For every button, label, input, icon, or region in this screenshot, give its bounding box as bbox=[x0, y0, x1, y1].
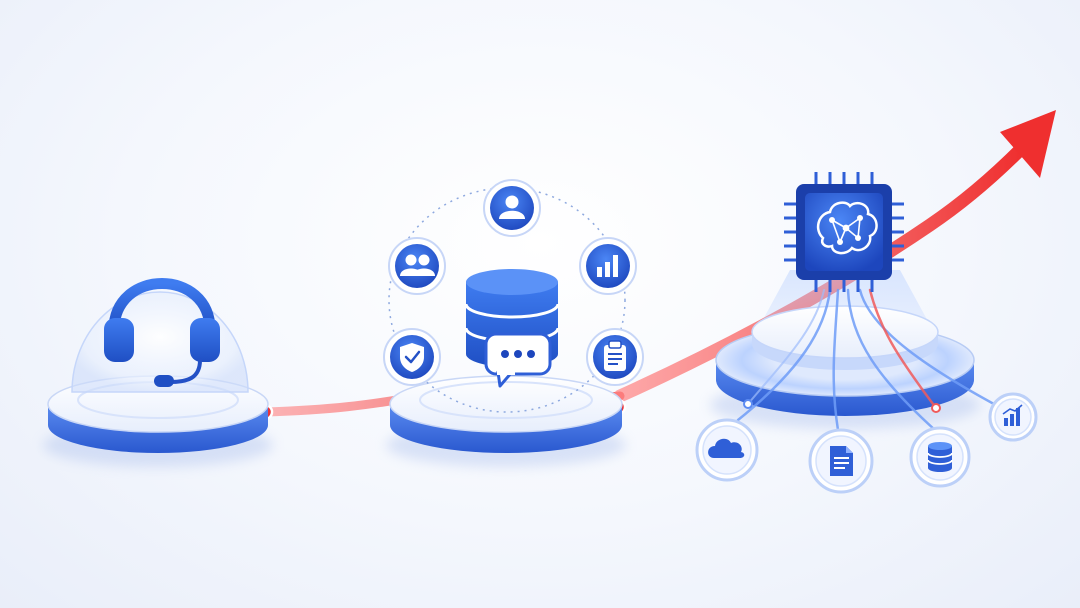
output-database-icon bbox=[909, 426, 971, 488]
satellite-user-group-icon bbox=[388, 237, 446, 295]
output-document-icon bbox=[808, 428, 874, 494]
brain-network-icon bbox=[816, 201, 878, 255]
cloud-icon bbox=[708, 438, 745, 458]
bar-chart-icon bbox=[597, 255, 618, 277]
output-bar-chart-icon bbox=[988, 392, 1038, 442]
database-icon bbox=[927, 442, 953, 472]
satellite-clipboard-icon bbox=[586, 328, 644, 386]
platform-top bbox=[389, 375, 623, 433]
shield-check-icon bbox=[400, 343, 424, 372]
clipboard-icon bbox=[604, 340, 626, 371]
user-icon bbox=[499, 195, 525, 219]
output-cloud-icon bbox=[695, 418, 759, 482]
bar-chart-icon bbox=[1002, 404, 1023, 426]
satellite-user-icon bbox=[483, 179, 541, 237]
arrow-head-icon bbox=[1000, 110, 1056, 178]
user-group-icon bbox=[400, 254, 435, 276]
satellite-shield-check-icon bbox=[383, 328, 441, 386]
stream-node bbox=[931, 403, 941, 413]
stage-data-hub bbox=[383, 179, 644, 467]
orbit-ring bbox=[388, 187, 626, 413]
document-icon bbox=[830, 446, 853, 476]
data-streams bbox=[736, 288, 1007, 432]
stage-customer-support bbox=[43, 278, 273, 467]
headset-icon bbox=[104, 278, 220, 387]
chat-bubble-icon bbox=[484, 332, 552, 388]
satellite-bar-chart-icon bbox=[579, 237, 637, 295]
stream-node bbox=[743, 399, 753, 409]
stage-ai-processing bbox=[695, 172, 1038, 494]
